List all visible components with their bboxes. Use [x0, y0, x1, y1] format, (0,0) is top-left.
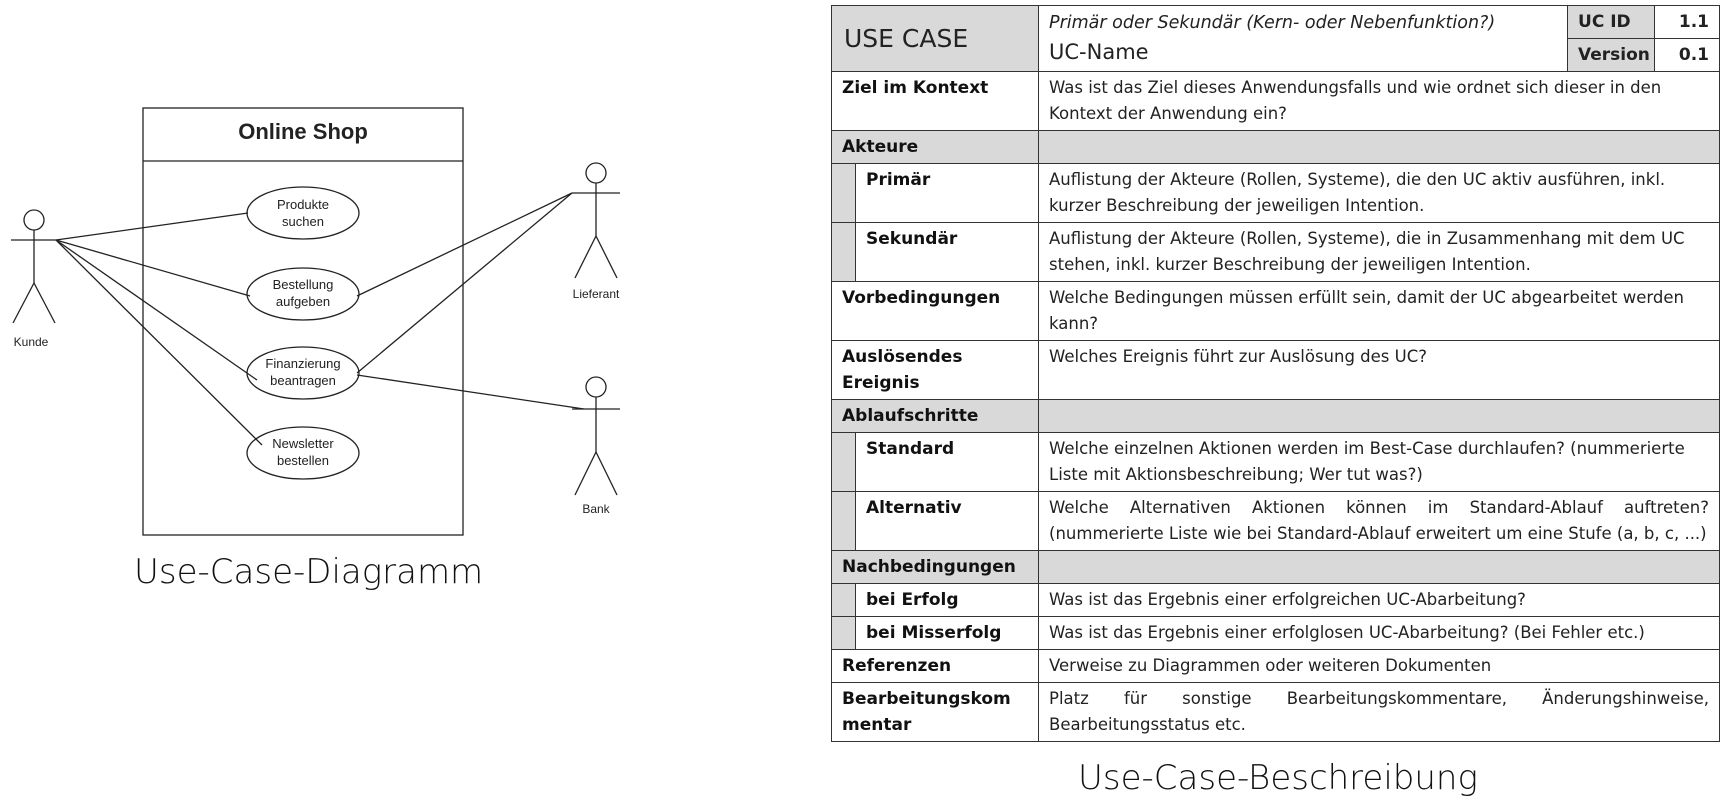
table-row: bei Misserfolg Was ist das Ergebnis eine…	[831, 616, 1721, 650]
table-row: bei Erfolg Was ist das Ergebnis einer er…	[831, 583, 1721, 617]
row-text: Welche Alternativen Aktionen können im S…	[1038, 491, 1721, 551]
section-label: Ablaufschritte	[830, 399, 1040, 433]
row-label: Ziel im Kontext	[830, 71, 1040, 131]
actor-label-lieferant: Lieferant	[573, 287, 620, 301]
section-row: Nachbedingungen	[830, 550, 1721, 584]
section-filler	[1038, 130, 1721, 164]
row-text: Welche einzelnen Aktionen werden im Best…	[1038, 432, 1721, 492]
indent-cell	[831, 583, 856, 617]
row-label: Alternativ	[854, 491, 1040, 551]
section-row: Akteure	[830, 130, 1721, 164]
table-row: Standard Welche einzelnen Aktionen werde…	[831, 432, 1721, 492]
section-row: Ablaufschritte	[830, 399, 1721, 433]
actor-kunde-icon	[11, 209, 57, 324]
type-hint: Primär oder Sekundär (Kern- oder Nebenfu…	[1049, 13, 1496, 33]
indent-cell	[831, 432, 856, 492]
use-case-label: Produkte	[277, 197, 329, 212]
row-label: bei Misserfolg	[854, 616, 1040, 650]
table-row: Auslösendes Ereignis Welches Ereignis fü…	[830, 340, 1721, 400]
table-row: Alternativ Welche Alternativen Aktionen …	[831, 491, 1721, 551]
row-label: Sekundär	[854, 222, 1040, 282]
table-row: Vorbedingungen Welche Bedingungen müssen…	[830, 281, 1721, 341]
system-title: Online Shop	[238, 119, 368, 144]
indent-cell	[831, 616, 856, 650]
header-row: USE CASE Primär oder Sekundär (Kern- ode…	[830, 5, 1721, 72]
use-case-template-table: USE CASE Primär oder Sekundär (Kern- ode…	[830, 5, 1721, 742]
row-label: Vorbedingungen	[830, 281, 1040, 341]
actor-label-bank: Bank	[582, 502, 610, 516]
row-label: Referenzen	[830, 649, 1040, 683]
row-text: Was ist das Ergebnis einer erfolgreichen…	[1038, 583, 1721, 617]
table-row: Sekundär Auflistung der Akteure (Rollen,…	[831, 222, 1721, 282]
section-label: Akteure	[830, 130, 1040, 164]
use-case-label: Finanzierung	[265, 356, 340, 371]
use-case-name-cell: Primär oder Sekundär (Kern- oder Nebenfu…	[1038, 5, 1569, 72]
actor-label-kunde: Kunde	[14, 335, 49, 349]
section-filler	[1038, 550, 1721, 584]
row-text: Was ist das Ziel dieses Anwendungsfalls …	[1038, 71, 1721, 131]
use-case-newsletter-bestellen	[246, 426, 360, 480]
table-row: Referenzen Verweise zu Diagrammen oder w…	[830, 649, 1721, 683]
use-case-label: Newsletter	[272, 436, 334, 451]
use-case-diagram: Online Shop Produkte suchen Bestellung a…	[11, 107, 620, 536]
use-case-heading: USE CASE	[830, 5, 1040, 72]
row-text: Auflistung der Akteure (Rollen, Systeme)…	[1038, 222, 1721, 282]
use-case-label: suchen	[282, 214, 324, 229]
row-label: Auslösendes Ereignis	[830, 340, 1040, 400]
uc-id-label: UC ID	[1567, 5, 1656, 39]
table-caption: Use-Case-Beschreibung	[1078, 758, 1478, 798]
indent-cell	[831, 222, 856, 282]
row-label: Standard	[854, 432, 1040, 492]
system-boundary	[142, 107, 464, 536]
use-case-label: beantragen	[270, 373, 336, 388]
version-label: Version	[1567, 38, 1656, 72]
row-text: Verweise zu Diagrammen oder weiteren Dok…	[1038, 649, 1721, 683]
table-row: Bearbeitungskom mentar Platz für sonstig…	[830, 682, 1721, 742]
section-label: Nachbedingungen	[830, 550, 1040, 584]
row-text: Welches Ereignis führt zur Auslösung des…	[1038, 340, 1721, 400]
version-value: 0.1	[1654, 38, 1721, 72]
indent-cell	[831, 491, 856, 551]
diagram-caption: Use-Case-Diagramm	[134, 552, 484, 592]
associations	[55, 192, 585, 446]
use-case-produkte-suchen	[246, 186, 360, 240]
row-label: Primär	[854, 163, 1040, 223]
use-case-label: aufgeben	[276, 294, 330, 309]
actor-lieferant-icon	[572, 162, 620, 279]
row-text: Platz für sonstige Bearbeitungskommentar…	[1038, 682, 1721, 742]
actor-bank-icon	[572, 376, 620, 496]
use-case-label: Bestellung	[273, 277, 334, 292]
indent-cell	[831, 163, 856, 223]
use-case-finanzierung-beantragen	[246, 346, 360, 400]
use-case-bestellung-aufgeben	[246, 267, 360, 321]
row-label: Bearbeitungskom mentar	[830, 682, 1040, 742]
row-label: bei Erfolg	[854, 583, 1040, 617]
table-row: Primär Auflistung der Akteure (Rollen, S…	[831, 163, 1721, 223]
section-filler	[1038, 399, 1721, 433]
row-text: Was ist das Ergebnis einer erfolglosen U…	[1038, 616, 1721, 650]
table-row: Ziel im Kontext Was ist das Ziel dieses …	[830, 71, 1721, 131]
uc-name: UC-Name	[1049, 40, 1149, 64]
use-case-label: bestellen	[277, 453, 329, 468]
uc-id-value: 1.1	[1654, 5, 1721, 39]
row-text: Welche Bedingungen müssen erfüllt sein, …	[1038, 281, 1721, 341]
row-text: Auflistung der Akteure (Rollen, Systeme)…	[1038, 163, 1721, 223]
